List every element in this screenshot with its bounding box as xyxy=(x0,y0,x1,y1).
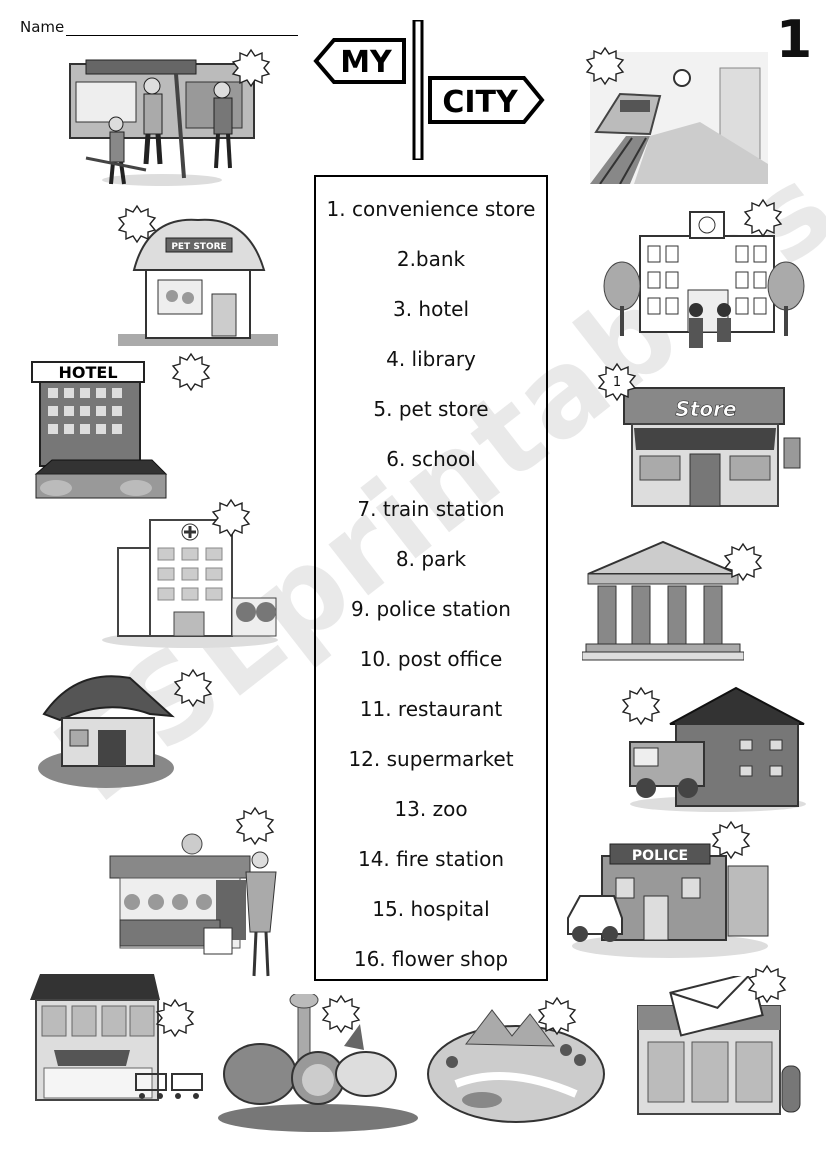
sign-my: MY xyxy=(340,45,393,80)
convenience-store-answer-badge[interactable]: 1 xyxy=(597,362,637,402)
pet-store-answer-badge[interactable] xyxy=(117,204,157,244)
pet-store-picture: PET STORE xyxy=(118,218,278,346)
list-item: 10. post office xyxy=(359,647,503,671)
supermarket-answer-badge[interactable] xyxy=(155,998,195,1038)
bank-picture xyxy=(582,540,744,661)
hotel-answer-badge[interactable] xyxy=(171,352,211,392)
name-field: Name xyxy=(20,18,299,36)
hotel-sign: HOTEL xyxy=(58,363,117,382)
list-item: 2.bank xyxy=(396,247,466,271)
fire-station-picture xyxy=(629,686,806,812)
police-station-answer-badge[interactable] xyxy=(711,820,751,860)
pet-store-sign: PET STORE xyxy=(171,242,226,252)
zoo-picture xyxy=(218,994,418,1132)
flower-shop-answer-badge[interactable] xyxy=(235,806,275,846)
supermarket-picture xyxy=(30,974,203,1101)
fire-station-answer-badge[interactable] xyxy=(621,686,661,726)
list-item: 4. library xyxy=(386,347,476,371)
train-station-picture xyxy=(590,52,768,184)
page-number: 1 xyxy=(776,10,813,70)
convenience-store-picture: Store xyxy=(623,387,801,507)
school-picture xyxy=(603,211,805,348)
name-label: Name xyxy=(20,18,65,36)
library-picture xyxy=(38,675,175,788)
police-sign: POLICE xyxy=(632,848,688,864)
restaurant-answer-badge[interactable] xyxy=(231,48,271,88)
train-station-answer-badge[interactable] xyxy=(585,46,625,86)
name-line[interactable] xyxy=(66,21,299,36)
list-item: 3. hotel xyxy=(392,297,470,321)
school-answer-badge[interactable] xyxy=(743,198,783,238)
library-answer-badge[interactable] xyxy=(173,668,213,708)
post-office-picture xyxy=(637,976,801,1115)
restaurant-picture xyxy=(69,59,255,186)
list-item: 15. hospital xyxy=(372,897,490,921)
park-picture xyxy=(427,1009,605,1123)
hotel-picture: HOTEL xyxy=(31,361,168,499)
my-city-signpost: MY CITY xyxy=(313,20,545,160)
list-item: 9. police station xyxy=(351,597,511,621)
hospital-answer-badge[interactable] xyxy=(211,498,251,538)
police-station-picture: POLICE xyxy=(567,843,769,958)
list-item: 16. flower shop xyxy=(353,947,509,971)
list-item: 14. fire station xyxy=(357,847,505,871)
post-office-answer-badge[interactable] xyxy=(747,964,787,1004)
list-item: 13. zoo xyxy=(394,797,468,821)
park-answer-badge[interactable] xyxy=(537,996,577,1036)
list-item: 1. convenience store xyxy=(326,197,536,221)
list-item: 12. supermarket xyxy=(348,747,514,771)
list-item: 7. train station xyxy=(357,497,505,521)
list-item: 8. park xyxy=(395,547,467,571)
hospital-picture xyxy=(102,519,278,648)
sign-city: CITY xyxy=(442,85,519,120)
convenience-store-answer: 1 xyxy=(612,374,622,390)
flower-shop-picture xyxy=(109,833,277,977)
list-item: 5. pet store xyxy=(373,397,489,421)
store-sign: Store xyxy=(675,397,736,421)
list-item: 11. restaurant xyxy=(359,697,503,721)
list-item: 6. school xyxy=(386,447,476,471)
bank-answer-badge[interactable] xyxy=(723,542,763,582)
zoo-answer-badge[interactable] xyxy=(321,994,361,1034)
vocabulary-list: 1. convenience store 2.bank 3. hotel 4. … xyxy=(314,175,548,981)
